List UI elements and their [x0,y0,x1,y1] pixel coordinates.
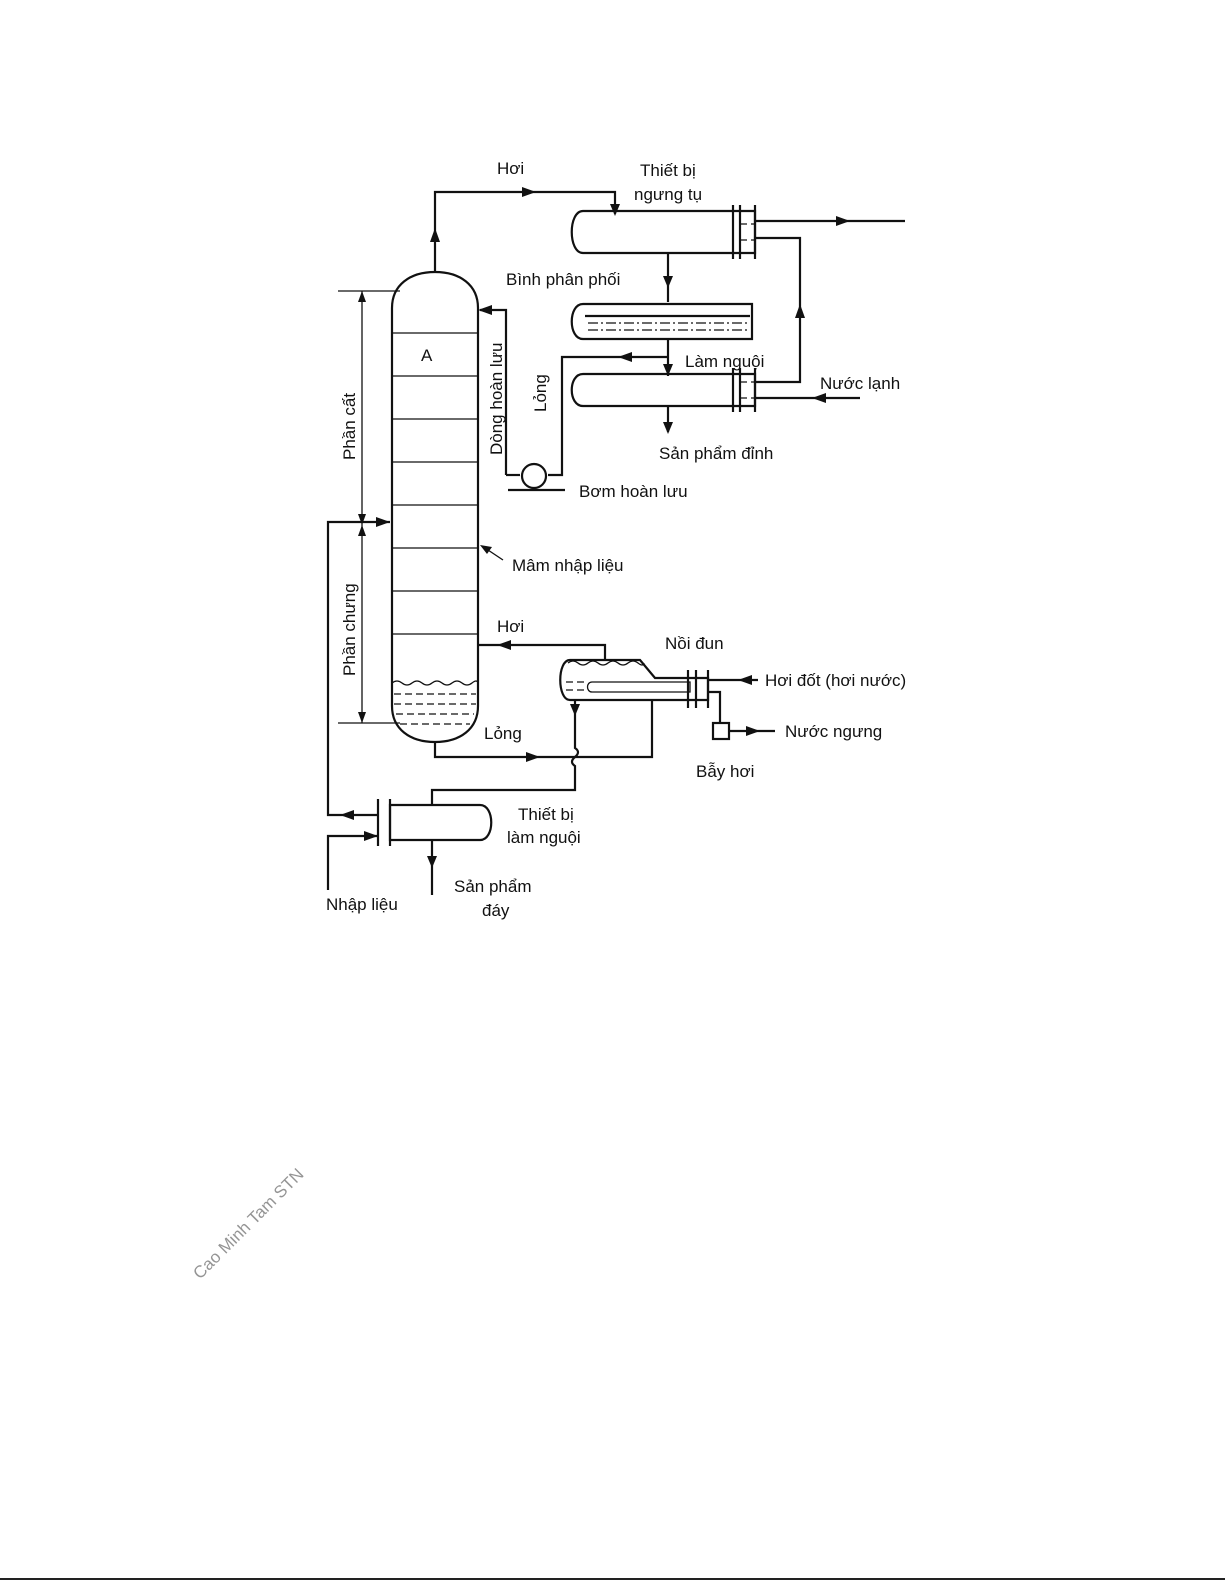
watermark: Cao Minh Tam STN [189,1165,307,1283]
label-a: A [421,346,433,365]
bottom-cooler [378,799,491,846]
top-product-label: Sản phẩm đỉnh [659,444,773,463]
overhead-vapor-label: Hơi [497,159,524,178]
bottom-liquid-label: Lỏng [484,724,522,743]
product-cooler [572,368,755,412]
feed-tray-label: Mâm nhập liệu [512,556,624,575]
reflux-label: Dòng hoàn lưu [487,342,506,455]
feed-line [328,517,390,890]
page-bottom-rule [0,1578,1225,1580]
condensate-label: Nước ngưng [785,722,882,741]
condenser-label: Thiết bị [640,161,696,180]
distributor-vessel [572,304,752,339]
distillation-column [392,272,478,742]
feed-label: Nhập liệu [326,895,398,914]
bottom-product-label: Sản phẩm [454,877,532,896]
column-liquid-level [392,681,478,724]
rectifying-section-label: Phần cất [340,393,359,460]
reboiler-vapor-line [478,640,605,660]
condenser-label-2: ngưng tụ [634,185,702,204]
bottom-cooler-label-2: làm nguội [507,828,581,847]
reflux-liquid-label: Lỏng [531,374,550,412]
feed-tray-marker [480,545,503,560]
stripping-section-label: Phần chưng [340,583,359,676]
reflux-pump [508,464,565,490]
condensate-out [708,692,775,739]
bottom-product-line [427,840,437,895]
steam-trap-label: Bẫy hơi [696,762,754,781]
distributor-label: Bình phân phối [506,270,620,289]
pump-label: Bơm hoàn lưu [579,482,688,501]
reboiler-liquid-outlet [432,700,580,805]
condensate-line [663,253,673,302]
top-product-line [663,406,673,434]
condenser [572,205,755,259]
bottom-cooler-label: Thiết bị [518,805,574,824]
bottom-product-label-2: đáy [482,901,510,920]
cooling-water-out [755,216,905,226]
overhead-vapor-line [430,187,620,272]
cold-water-label: Nước lạnh [820,374,900,393]
reboiler-label: Nồi đun [665,634,724,653]
steam-in-line [708,675,758,685]
steam-label: Hơi đốt (hơi nước) [765,671,906,690]
reboiler [560,660,708,708]
reboiler-vapor-label: Hơi [497,617,524,636]
column-trays [392,333,478,634]
cooling-label: Làm nguội [685,352,764,371]
